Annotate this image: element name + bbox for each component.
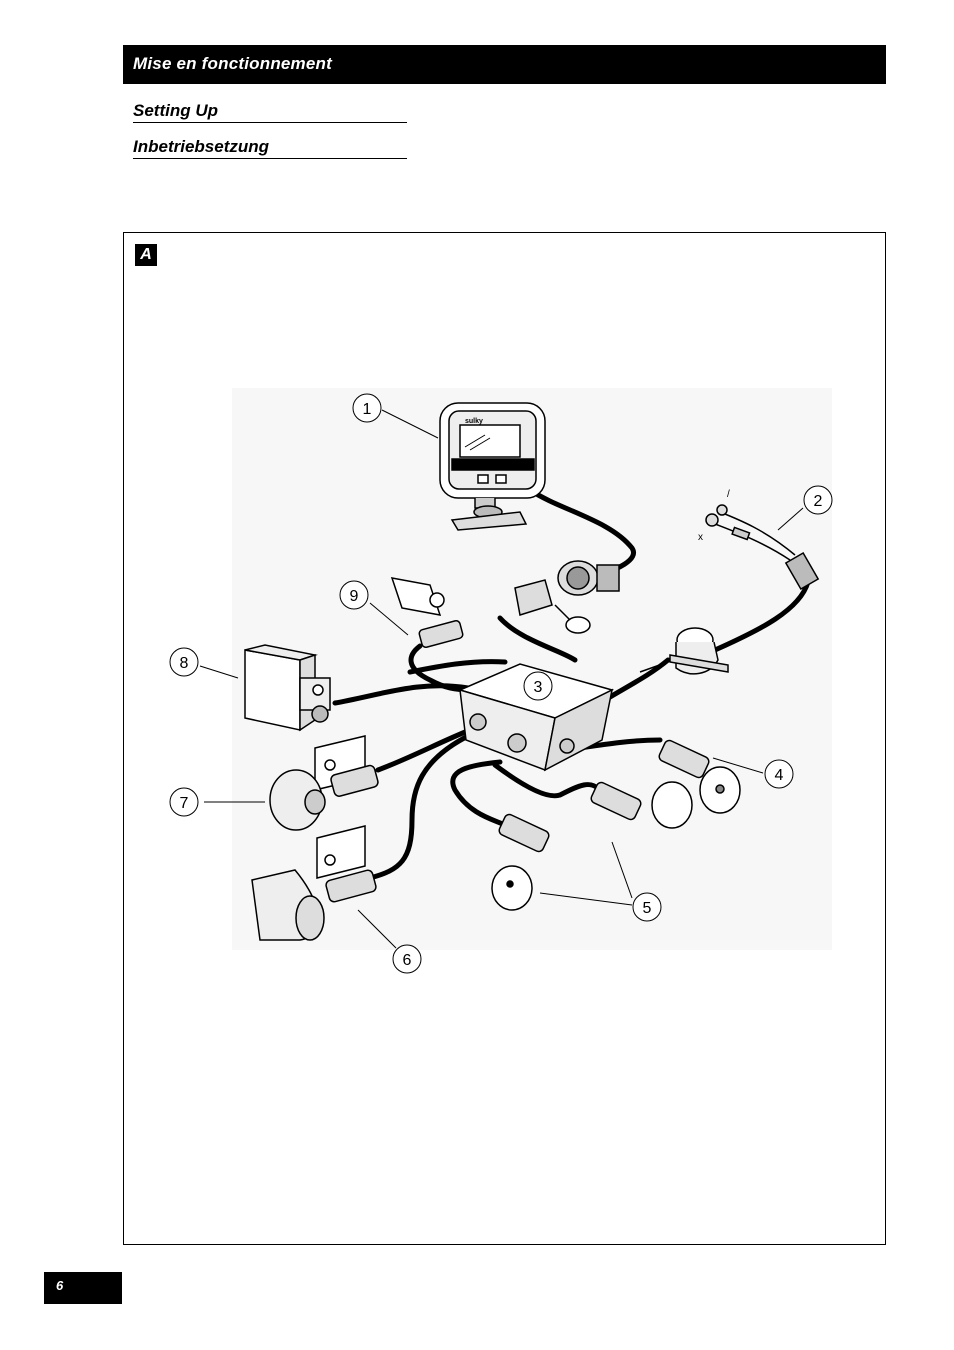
figure-frame <box>123 232 886 1245</box>
section-title: Mise en fonctionnement <box>133 54 332 73</box>
svg-text:4: 4 <box>775 767 784 784</box>
solenoid-valve-icon <box>244 644 331 732</box>
subtitle-german: Inbetriebsetzung <box>133 137 407 159</box>
callout-6: 6 <box>392 944 422 974</box>
callout-3: 3 <box>523 671 553 701</box>
svg-text:8: 8 <box>180 655 189 672</box>
callout-9: 9 <box>339 580 369 610</box>
svg-text:6: 6 <box>403 952 412 969</box>
leader-lines <box>199 409 804 949</box>
cable-connector-box <box>497 615 578 663</box>
sensor-7-icon <box>269 735 379 831</box>
battery-lead-icon: / x <box>698 489 820 591</box>
callout-8: 8 <box>169 647 199 677</box>
page-number: 6 <box>56 1278 64 1293</box>
plug-connector-icon <box>514 560 620 634</box>
callout-7: 7 <box>169 787 199 817</box>
cable-5a <box>450 759 508 828</box>
callout-1: 1 <box>352 393 382 423</box>
section-header-bar: Mise en fonctionnement <box>123 45 886 84</box>
svg-text:3: 3 <box>534 679 543 696</box>
sensor-5-icon <box>491 781 693 911</box>
cable-6 <box>367 732 473 881</box>
sensor-9-icon <box>390 577 464 648</box>
figure-label: A <box>135 244 157 266</box>
svg-text:2: 2 <box>814 493 823 510</box>
svg-text:1: 1 <box>363 401 372 418</box>
cable-7 <box>375 727 473 773</box>
control-console-icon: sulky <box>439 402 546 531</box>
callout-4: 4 <box>764 759 794 789</box>
svg-text:9: 9 <box>350 588 359 605</box>
sensor-6-icon <box>251 825 377 941</box>
svg-text:/: / <box>727 489 730 500</box>
cable-5b <box>492 762 603 799</box>
console-brand-label: sulky <box>465 418 483 425</box>
svg-text:x: x <box>698 532 703 543</box>
page-number-box: 6 <box>44 1272 122 1304</box>
cable-battery <box>712 579 811 653</box>
callouts: 1 2 3 4 5 6 7 8 9 <box>169 393 833 974</box>
cable-8 <box>332 683 471 706</box>
subtitle-english: Setting Up <box>133 101 407 123</box>
sensor-4-icon <box>658 739 741 814</box>
svg-text:5: 5 <box>643 900 652 917</box>
cable-9b <box>407 659 508 675</box>
callout-5: 5 <box>632 892 662 922</box>
svg-text:7: 7 <box>180 795 189 812</box>
callout-2: 2 <box>803 485 833 515</box>
cable-9 <box>408 643 473 693</box>
radar-sensor-icon <box>639 627 729 675</box>
